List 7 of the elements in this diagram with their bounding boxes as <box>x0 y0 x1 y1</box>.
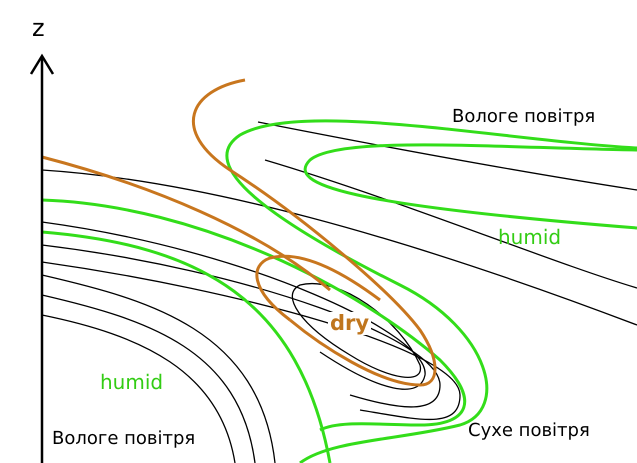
region-label: Сухе повітря <box>468 422 590 440</box>
region-label: Вологе повітря <box>452 108 596 126</box>
region-label: dry <box>328 312 372 335</box>
region-label: Вологе повітря <box>52 430 196 448</box>
region-label: z <box>32 16 45 40</box>
region-label: humid <box>100 372 164 392</box>
region-label: humid <box>498 227 562 247</box>
